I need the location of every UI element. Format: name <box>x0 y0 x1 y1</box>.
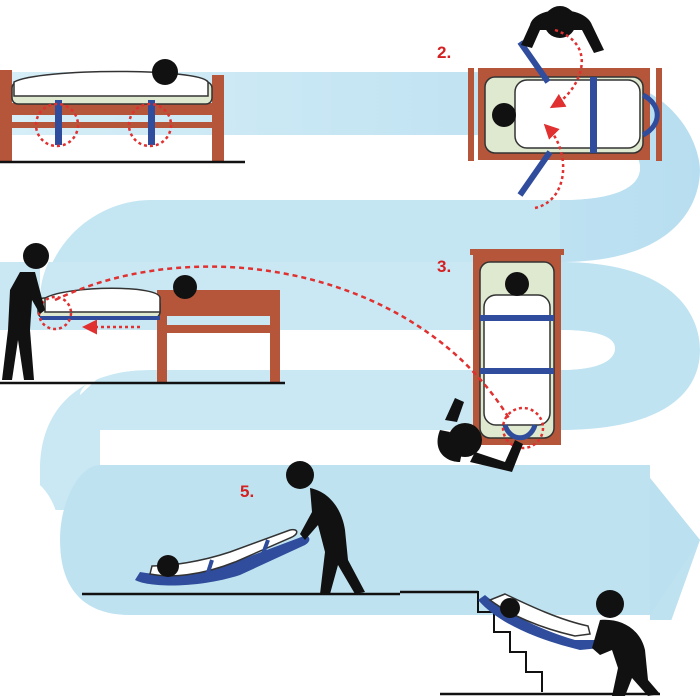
blanket <box>13 70 209 97</box>
scene-pull-off-bed <box>0 243 512 421</box>
arrow-strap-up <box>549 28 583 109</box>
scene-top-view-2 <box>468 6 662 210</box>
strap-pulled-down <box>517 150 553 197</box>
flow-ribbon <box>0 72 700 700</box>
scene-bed-side <box>0 59 245 164</box>
step-label-5: 5. <box>240 482 254 501</box>
patient-head-drag <box>157 555 179 577</box>
sheet-top <box>514 79 641 149</box>
arrow-strap-down <box>534 123 565 210</box>
bed-post-right <box>270 292 280 384</box>
patient-head <box>152 59 178 85</box>
person-icon <box>521 6 604 53</box>
patient-body <box>149 528 298 577</box>
strap-right <box>148 100 155 145</box>
person-icon <box>286 461 365 594</box>
strap-end <box>641 92 660 138</box>
patient-head-stairs <box>500 598 520 618</box>
person-icon <box>2 243 49 380</box>
bed-headboard <box>0 70 12 162</box>
patient-head-vertical <box>505 272 529 296</box>
step-label-2: 2. <box>437 43 451 62</box>
strap-left <box>55 100 62 145</box>
ribbon-band-3b <box>40 370 560 510</box>
highlight-circle-left <box>34 102 80 148</box>
ribbon-band-4 <box>60 465 700 680</box>
strap-vertical-1 <box>480 315 554 321</box>
strap-loop <box>502 424 538 441</box>
bed-footboard <box>212 75 224 162</box>
ribbon-band-2 <box>40 200 560 320</box>
sheet-vertical <box>483 294 551 426</box>
patient-head-sliding <box>173 275 197 299</box>
highlight-circle-right <box>127 102 173 148</box>
ribbon-arrowhead <box>650 478 700 615</box>
highlight-circle-grip <box>501 406 545 450</box>
stairs-icon <box>462 591 543 692</box>
scene-top-view-3 <box>437 249 564 472</box>
bed-rail <box>0 103 224 115</box>
scene-drag-floor <box>82 461 400 596</box>
strap-vertical-2 <box>480 368 554 374</box>
arrow-transfer-arc <box>54 265 512 421</box>
strap-top <box>590 77 597 153</box>
bed-post-left <box>157 292 167 384</box>
step-label-3: 3. <box>437 257 451 276</box>
evacuation-sheet <box>135 535 310 586</box>
patient-head-top <box>492 103 516 127</box>
person-icon <box>592 590 660 696</box>
strap-pulled-up <box>517 40 551 84</box>
ribbon-band-3 <box>560 262 700 430</box>
highlight-circle-hands <box>37 295 73 331</box>
person-icon <box>437 398 523 472</box>
sheet-sliding <box>44 287 161 313</box>
scene-stairs <box>400 590 660 696</box>
